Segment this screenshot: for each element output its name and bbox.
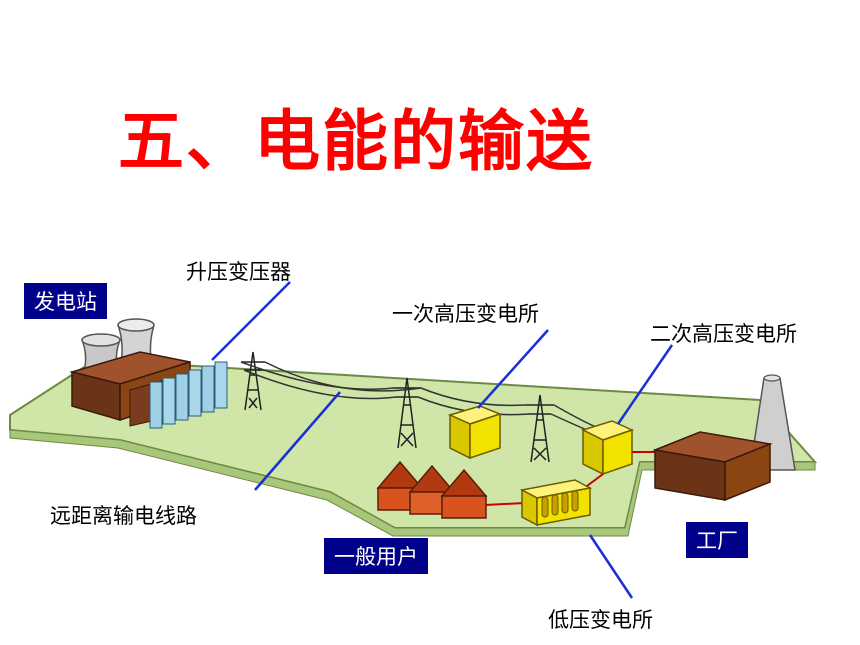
label-factory: 工厂	[686, 522, 748, 558]
label-secondary-substation: 二次高压变电所	[650, 322, 797, 346]
transmission-tower-2	[393, 377, 421, 449]
factory-building	[652, 431, 773, 502]
transmission-tower-3	[526, 394, 554, 463]
primary-substation	[447, 405, 503, 460]
power-station-building	[69, 351, 191, 427]
label-general-users: 一般用户	[324, 538, 428, 574]
step-up-transformer-bank	[149, 361, 228, 429]
ground-platform-edge	[9, 415, 816, 537]
low-voltage-substation	[519, 479, 593, 527]
label-low-voltage-substation: 低压变电所	[548, 608, 653, 632]
label-step-up-transformer: 升压变压器	[186, 260, 291, 284]
leader-lines	[211, 281, 674, 599]
label-power-station: 发电站	[24, 283, 107, 319]
secondary-substation	[580, 420, 635, 476]
transmission-tower-1	[241, 351, 265, 411]
page-title: 五、电能的输送	[118, 102, 594, 180]
label-primary-substation: 一次高压变电所	[392, 302, 539, 326]
label-transmission-line: 远距离输电线路	[50, 504, 197, 528]
residential-houses	[376, 460, 488, 519]
